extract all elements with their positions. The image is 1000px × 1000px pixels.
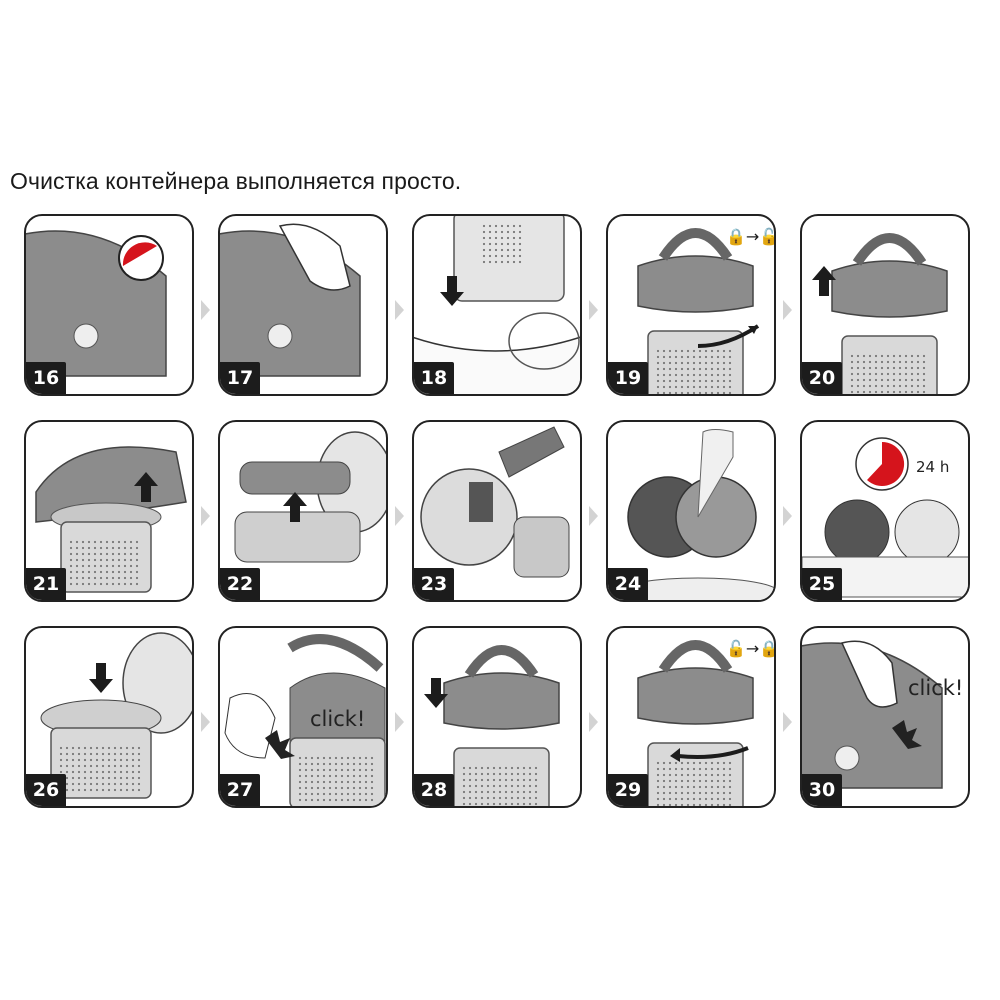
svg-text:🔓→🔒: 🔓→🔒 <box>726 639 776 658</box>
next-step-chevron-icon <box>589 506 598 526</box>
step-number: 20 <box>802 362 842 394</box>
step-number: 16 <box>26 362 66 394</box>
close-cover-click-icon <box>224 634 386 806</box>
next-step-chevron-icon <box>589 300 598 320</box>
step-panel-28: 28 <box>412 626 582 808</box>
step-number: 19 <box>608 362 648 394</box>
next-step-chevron-icon <box>201 712 210 732</box>
step-panel-22: 22 <box>218 420 388 602</box>
empty-dust-container-icon <box>414 216 580 394</box>
open-filter-cover-icon <box>35 446 187 593</box>
next-step-chevron-icon <box>783 300 792 320</box>
next-step-chevron-icon <box>783 506 792 526</box>
insert-filter-icon <box>40 632 192 799</box>
next-step-chevron-icon <box>395 300 404 320</box>
next-step-chevron-icon <box>589 712 598 732</box>
step-number: 22 <box>220 568 260 600</box>
illustration-label: click! <box>908 676 964 700</box>
step-panel-18: 18 <box>412 214 582 396</box>
step-panel-17: 17 <box>218 214 388 396</box>
step-number: 25 <box>802 568 842 600</box>
step-panel-30: 30 <box>800 626 970 808</box>
step-number: 26 <box>26 774 66 806</box>
step-number: 29 <box>608 774 648 806</box>
remove-filter-icon <box>234 431 386 563</box>
step-number: 30 <box>802 774 842 806</box>
lower-lid-icon <box>424 645 560 806</box>
step-panel-24: 24 <box>606 420 776 602</box>
step-panel-20: 20 <box>800 214 970 396</box>
step-number: 28 <box>414 774 454 806</box>
svg-text:🔒→🔓: 🔒→🔓 <box>726 227 776 246</box>
step-panel-29: 🔓→🔒 29 <box>606 626 776 808</box>
step-number: 21 <box>26 568 66 600</box>
vacuum-release-button-icon <box>26 230 167 377</box>
vacuum-lift-container-icon <box>220 223 361 377</box>
next-step-chevron-icon <box>201 300 210 320</box>
illustration-label: 24 h <box>916 458 950 476</box>
step-number: 24 <box>608 568 648 600</box>
step-panel-26: 26 <box>24 626 194 808</box>
step-panel-25: 25 <box>800 420 970 602</box>
lift-lid-icon <box>812 233 948 394</box>
next-step-chevron-icon <box>783 712 792 732</box>
next-step-chevron-icon <box>395 506 404 526</box>
page-title: Очистка контейнера выполняется просто. <box>10 168 462 194</box>
step-panel-21: 21 <box>24 420 194 602</box>
rinse-filter-icon <box>617 429 774 600</box>
step-number: 23 <box>414 568 454 600</box>
next-step-chevron-icon <box>201 506 210 526</box>
step-panel-23: 23 <box>412 420 582 602</box>
next-step-chevron-icon <box>395 712 404 732</box>
step-panel-27: 27 <box>218 626 388 808</box>
step-number: 18 <box>414 362 454 394</box>
step-number: 27 <box>220 774 260 806</box>
illustration-label: click! <box>310 707 366 731</box>
step-number: 17 <box>220 362 260 394</box>
step-panel-16: 16 <box>24 214 194 396</box>
twist-lock-lid-icon: 🔓→🔒 <box>637 639 776 806</box>
insert-container-click-icon <box>802 640 943 789</box>
step-panel-19: 🔒→🔓 19 <box>606 214 776 396</box>
twist-unlock-lid-icon: 🔒→🔓 <box>637 227 776 394</box>
brush-clean-icon <box>420 426 570 578</box>
